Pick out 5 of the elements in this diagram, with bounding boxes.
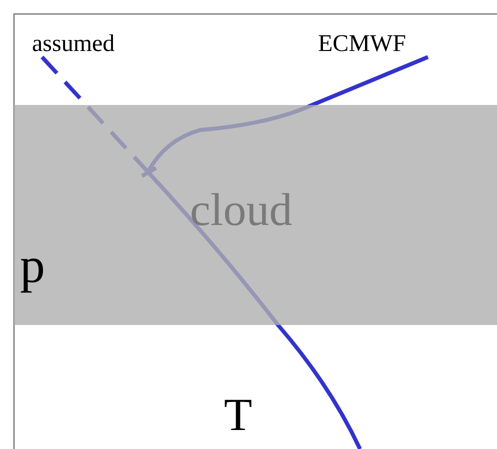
curve-label: ECMWF [318,32,406,56]
curve-label: assumed [32,32,115,56]
band-label: cloud [190,187,292,233]
axis-label: T [224,392,252,438]
cloud-band [14,105,497,325]
